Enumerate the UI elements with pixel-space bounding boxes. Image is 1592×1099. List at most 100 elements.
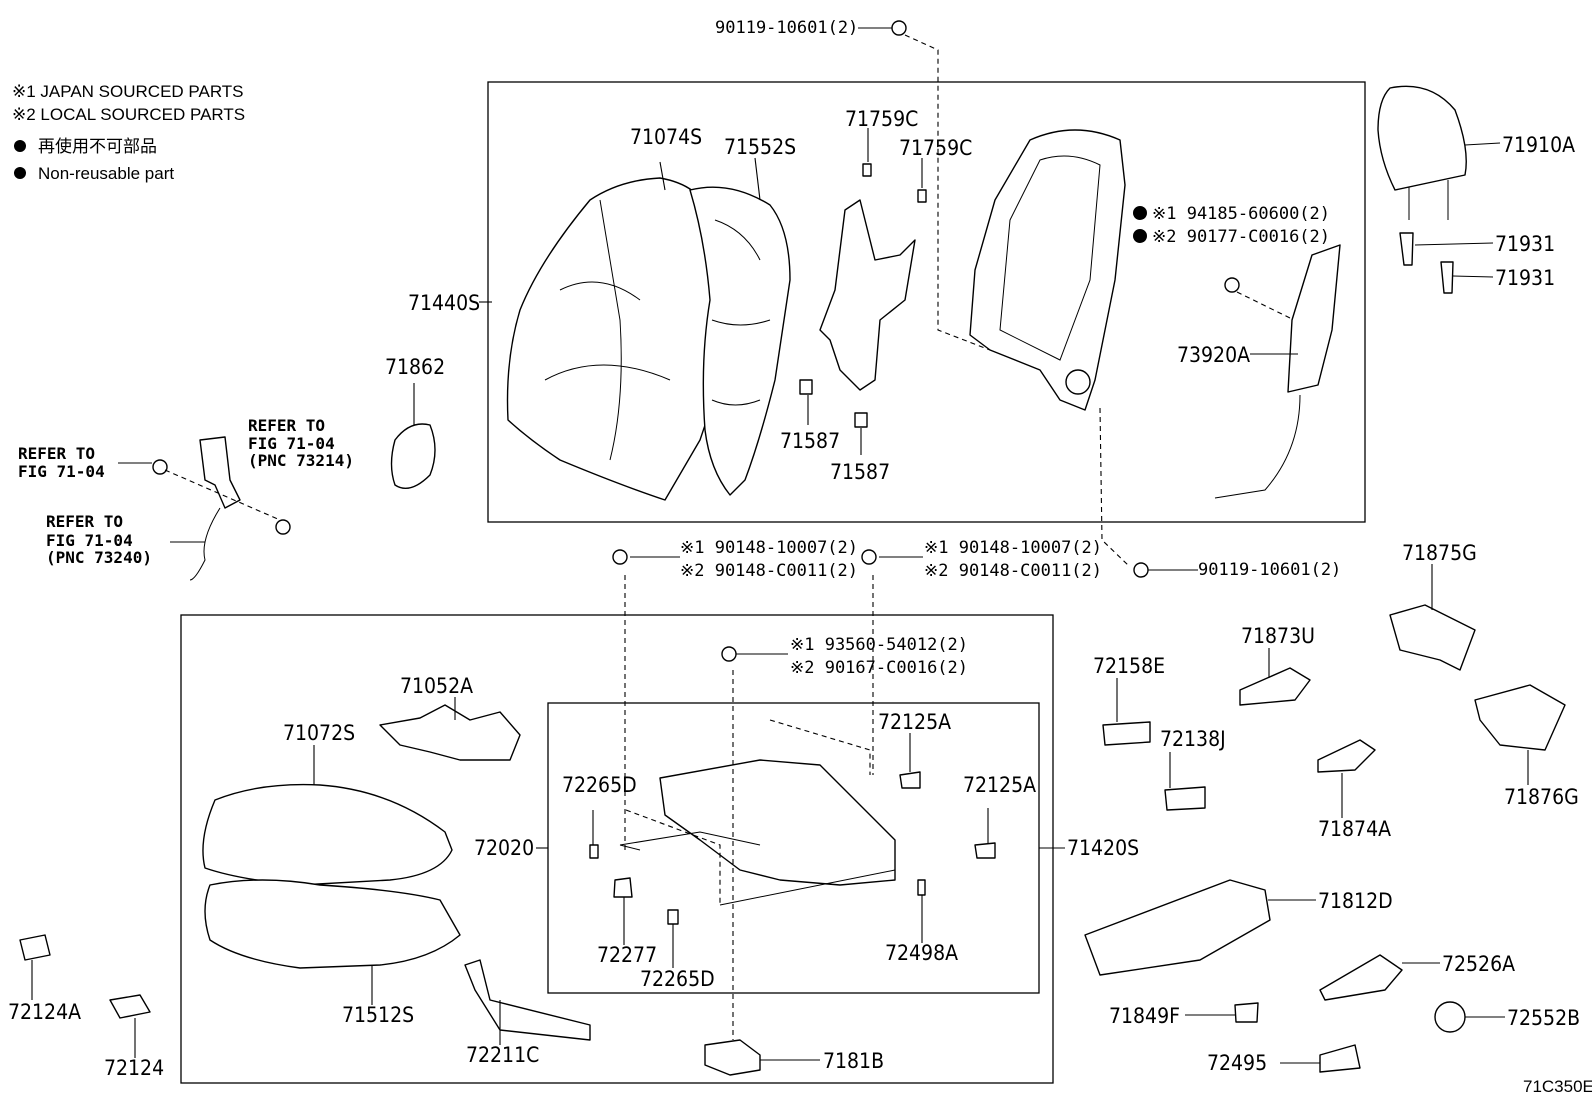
cover-71874a-drawing [1317, 739, 1376, 773]
label-72158e: 72158E [1093, 654, 1165, 678]
seatback-pad-drawing [689, 186, 791, 496]
cushion-wire-harness-drawing [379, 704, 521, 761]
ref-pnc73214-line2: FIG 71-04 [248, 434, 335, 453]
ref-pnc73240-line1: REFER TO [46, 512, 123, 531]
label-71874a: 71874A [1318, 817, 1391, 841]
knob-72158e-drawing [1102, 721, 1151, 746]
clip-71759c-a-drawing [862, 163, 872, 177]
nut-drawing [1224, 277, 1240, 293]
label-71512s: 71512S [342, 1003, 414, 1027]
ref-pnc73240-line3: (PNC 73240) [46, 548, 152, 567]
label-94185: ※1 94185-60600(2) [1152, 204, 1330, 224]
label-71910a: 71910A [1502, 133, 1575, 157]
seatbelt-buckle-drawing [199, 436, 241, 509]
headrest-guide-a-drawing [1399, 232, 1414, 266]
clip-71587-b-drawing [854, 412, 868, 428]
label-72552b: 72552B [1507, 1006, 1580, 1030]
recliner-drawing [1065, 369, 1091, 395]
seatback-spring-drawing [819, 199, 916, 391]
label-73920a: 73920A [1177, 343, 1250, 367]
label-72265d-a: 72265D [562, 773, 637, 797]
ref-pnc73214-line1: REFER TO [248, 416, 325, 435]
bolt-left-drawing [612, 549, 628, 565]
clip-72125a-b-drawing [974, 842, 996, 859]
seatback-cover-drawing [506, 177, 721, 501]
cushion-assembly-frame [180, 614, 1054, 1084]
label-72526a: 72526A [1442, 952, 1515, 976]
seatback-frame-drawing [969, 129, 1126, 411]
nut-drawing [275, 519, 291, 535]
label-72138j: 72138J [1160, 727, 1226, 751]
label-7181b: 7181B [823, 1049, 884, 1073]
bolt-drawing [152, 459, 168, 475]
legend: ※1 JAPAN SOURCED PARTS ※2 LOCAL SOURCED … [12, 82, 245, 183]
cover-72495-drawing [1319, 1044, 1361, 1073]
ref-left-line2: FIG 71-04 [18, 462, 105, 481]
seat-adjuster-drawing [659, 759, 896, 886]
leader-lines [31, 27, 1529, 1064]
dashed-line [625, 719, 871, 905]
legend-local: ※2 LOCAL SOURCED PARTS [12, 105, 245, 124]
headrest-guide-b-drawing [1440, 261, 1454, 294]
label-71862: 71862 [385, 355, 445, 379]
label-72125a-a: 72125A [878, 710, 951, 734]
label-72265d-b: 72265D [640, 967, 715, 991]
label-71587-b: 71587 [830, 460, 890, 484]
seat-cushion-cover-drawing [202, 783, 453, 886]
side-airbag-drawing [1287, 244, 1341, 393]
dashed-line [1099, 407, 1131, 568]
label-71873u: 71873U [1241, 624, 1315, 648]
label-71759c-a: 71759C [845, 107, 918, 131]
knob-72526a-drawing [1319, 954, 1403, 1001]
ref-pnc73214-line3: (PNC 73214) [248, 451, 354, 470]
legend-non-reusable-en: Non-reusable part [38, 164, 174, 183]
dashed-line [904, 34, 991, 351]
label-71812d: 71812D [1318, 889, 1393, 913]
legend-non-reusable-jp: 再使用不可部品 [38, 136, 157, 156]
clip-72124-drawing [109, 994, 151, 1019]
ref-pnc73240-line2: FIG 71-04 [46, 531, 133, 550]
dashed-line [1236, 291, 1291, 319]
clip-71759c-b-drawing [917, 189, 927, 203]
label-90148-left-jp: ※1 90148-10007(2) [680, 538, 858, 558]
knob-72138j-drawing [1164, 786, 1206, 811]
legend-japan: ※1 JAPAN SOURCED PARTS [12, 82, 244, 101]
wire-72211c-drawing [464, 959, 591, 1041]
label-71931-b: 71931 [1495, 266, 1555, 290]
label-71440s: 71440S [408, 291, 480, 315]
diagram-code: 71C350E [1523, 1077, 1592, 1096]
ref-left-line1: REFER TO [18, 444, 95, 463]
label-72124a: 72124A [8, 1000, 81, 1024]
label-71849f: 71849F [1109, 1004, 1180, 1028]
dashed-line [164, 469, 281, 521]
clip-72124a-drawing [19, 934, 51, 961]
seat-cushion-pad-drawing [204, 879, 461, 969]
label-71587-a: 71587 [780, 429, 840, 453]
label-72277: 72277 [597, 943, 657, 967]
bolt-adjuster-drawing [721, 646, 737, 662]
bullet-icon [14, 140, 26, 152]
bracket-7181b-drawing [704, 1039, 761, 1076]
bracket-72277-drawing [613, 877, 633, 898]
clip-72265d-b-drawing [667, 909, 679, 925]
bolt-mid-drawing [1133, 562, 1149, 578]
cover-71849f-drawing [1234, 1002, 1259, 1023]
label-72020: 72020 [474, 836, 534, 860]
label-71759c-b: 71759C [899, 136, 972, 160]
label-72124: 72124 [104, 1056, 164, 1080]
label-93560: ※1 93560-54012(2) [790, 635, 968, 655]
label-90177: ※2 90177-C0016(2) [1152, 227, 1330, 247]
label-90148-right-local: ※2 90148-C0011(2) [924, 561, 1102, 581]
clip-72265d-a-drawing [589, 844, 599, 859]
label-71052a: 71052A [400, 674, 473, 698]
label-71876g: 71876G [1504, 785, 1579, 809]
label-71420s: 71420S [1067, 836, 1139, 860]
bolt-top-drawing [891, 20, 907, 36]
label-90148-right-jp: ※1 90148-10007(2) [924, 538, 1102, 558]
clip-71587-a-drawing [799, 379, 813, 395]
cover-71873u-drawing [1239, 667, 1311, 706]
non-reusable-dot-icon [1133, 229, 1147, 243]
label-90119-mid: 90119-10601(2) [1198, 560, 1341, 580]
label-72498a: 72498A [885, 941, 958, 965]
